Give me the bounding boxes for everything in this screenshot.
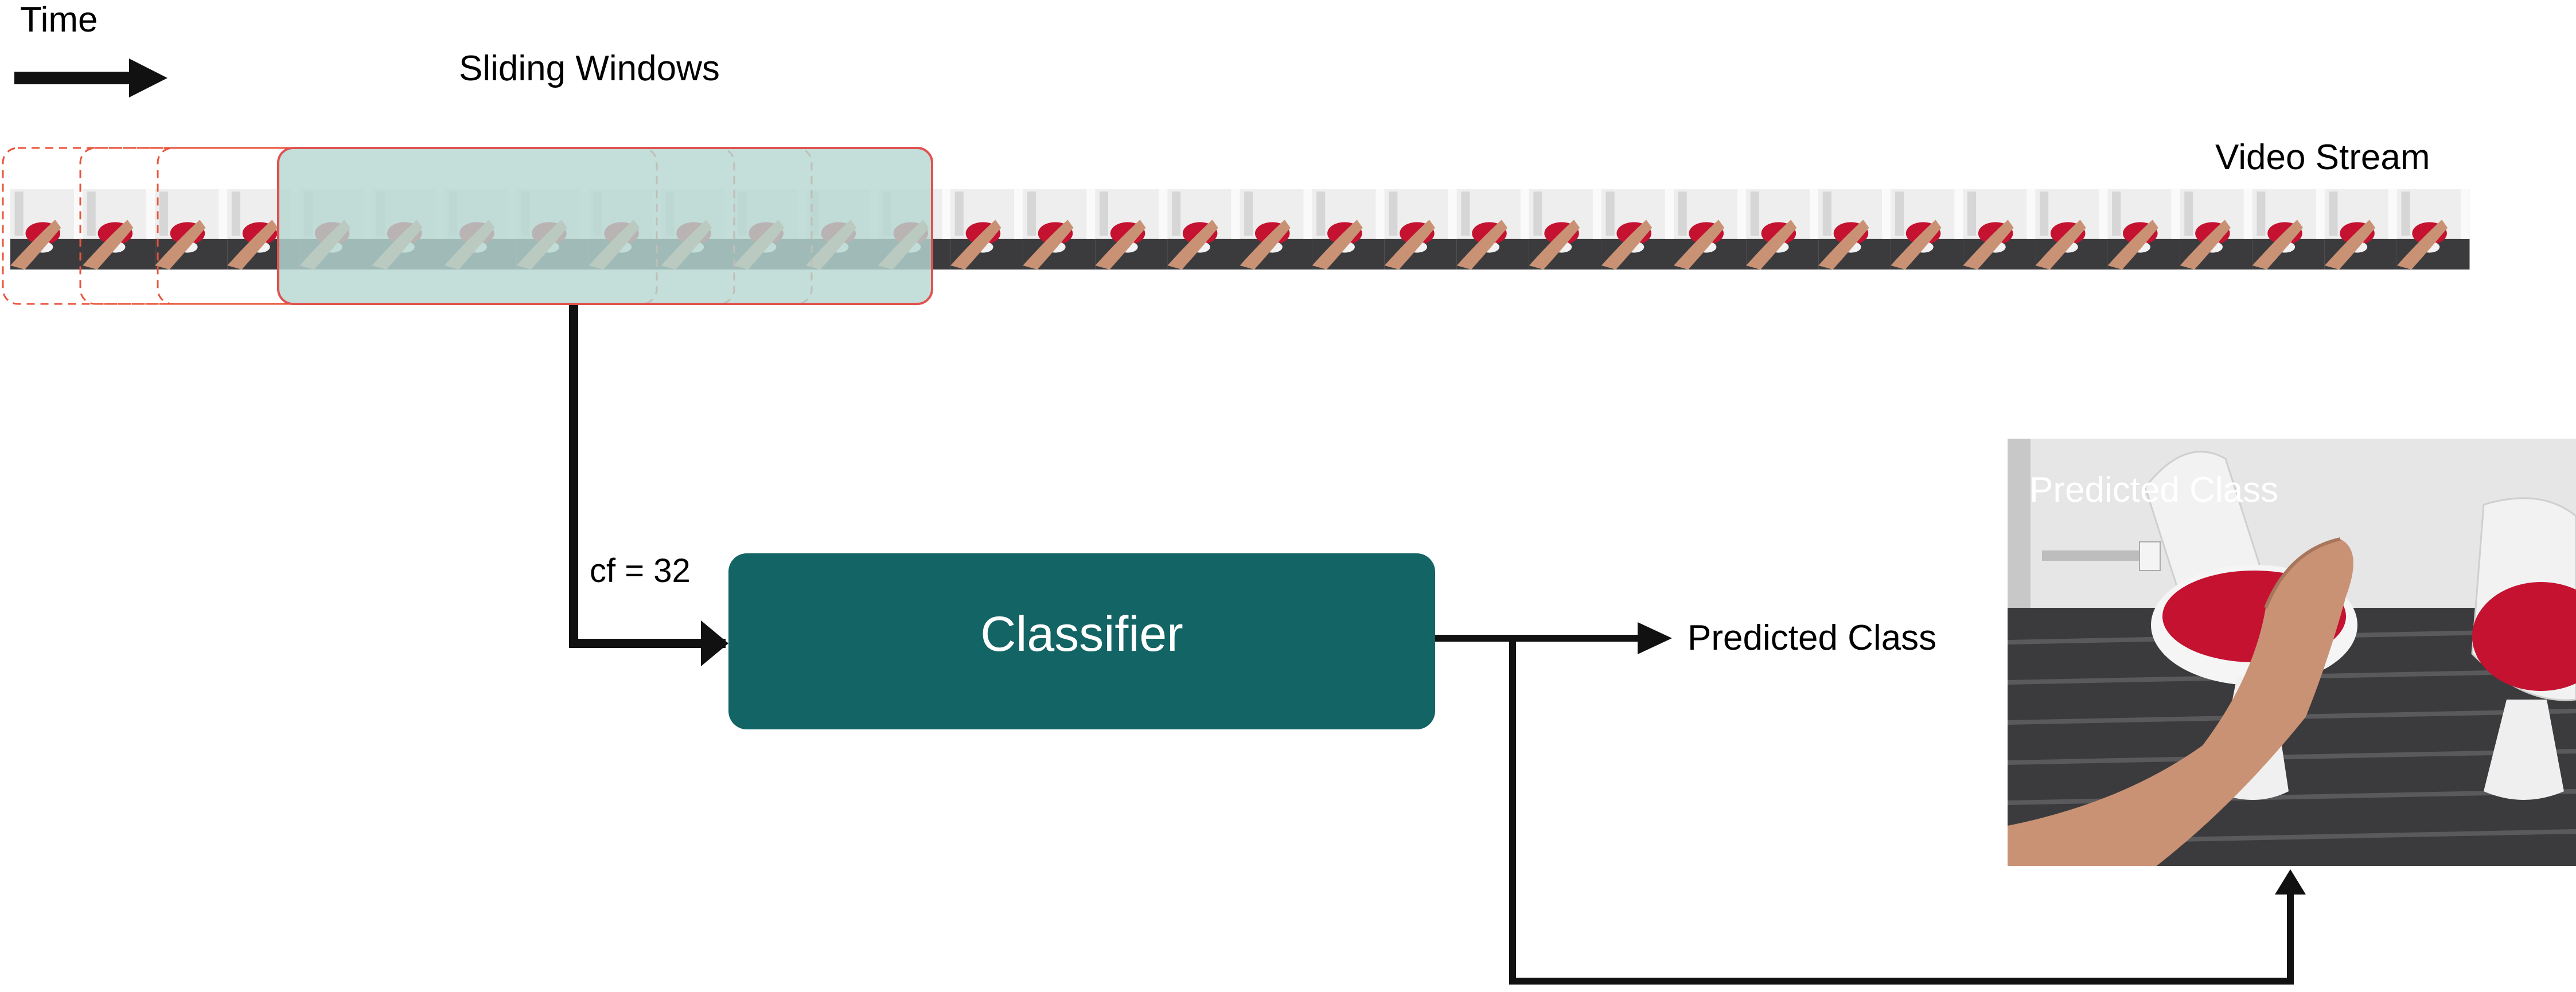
cf-label: cf = 32 <box>590 552 691 589</box>
time-arrow-icon <box>14 58 167 97</box>
video-frame <box>1818 189 1891 270</box>
video-frame <box>1312 189 1385 270</box>
video-stream-label: Video Stream <box>2215 138 2430 177</box>
video-frame <box>2107 189 2181 270</box>
video-frame <box>1456 189 1530 270</box>
video-frame <box>1529 189 1602 270</box>
video-frame <box>10 189 83 270</box>
video-frame <box>2035 189 2109 270</box>
video-frame <box>1891 189 1963 270</box>
classifier-label: Classifier <box>980 607 1183 662</box>
time-label: Time <box>20 0 98 40</box>
thumbnail-feedback-connector <box>1509 635 2306 985</box>
video-frame <box>1963 189 2036 270</box>
video-frame <box>2324 189 2398 270</box>
video-frame <box>1384 189 1457 270</box>
classifier-output-arrow <box>1435 622 1672 654</box>
video-frame <box>950 189 1023 270</box>
video-frame <box>1601 189 1674 270</box>
video-frame <box>1095 189 1168 270</box>
thumbnail-overlay-label: Predicted Class <box>2029 470 2278 510</box>
video-frame <box>1167 189 1240 270</box>
video-frame <box>83 189 155 270</box>
video-frame <box>1674 189 1747 270</box>
video-frame <box>155 189 228 270</box>
classifier-block: Classifier <box>728 553 1435 729</box>
video-frame <box>1023 189 1096 270</box>
video-frame <box>2252 189 2325 270</box>
video-frame <box>1746 189 1819 270</box>
window-to-classifier-connector <box>569 305 728 666</box>
sliding-windows-group <box>2 147 933 305</box>
current-window-highlight <box>277 147 933 305</box>
video-frame <box>2180 189 2253 270</box>
video-frame <box>1240 189 1313 270</box>
predicted-class-label: Predicted Class <box>1688 618 1936 658</box>
sliding-windows-label: Sliding Windows <box>459 49 720 88</box>
video-frame <box>2396 189 2470 270</box>
predicted-frame-thumbnail: Predicted Class <box>2008 439 2576 866</box>
